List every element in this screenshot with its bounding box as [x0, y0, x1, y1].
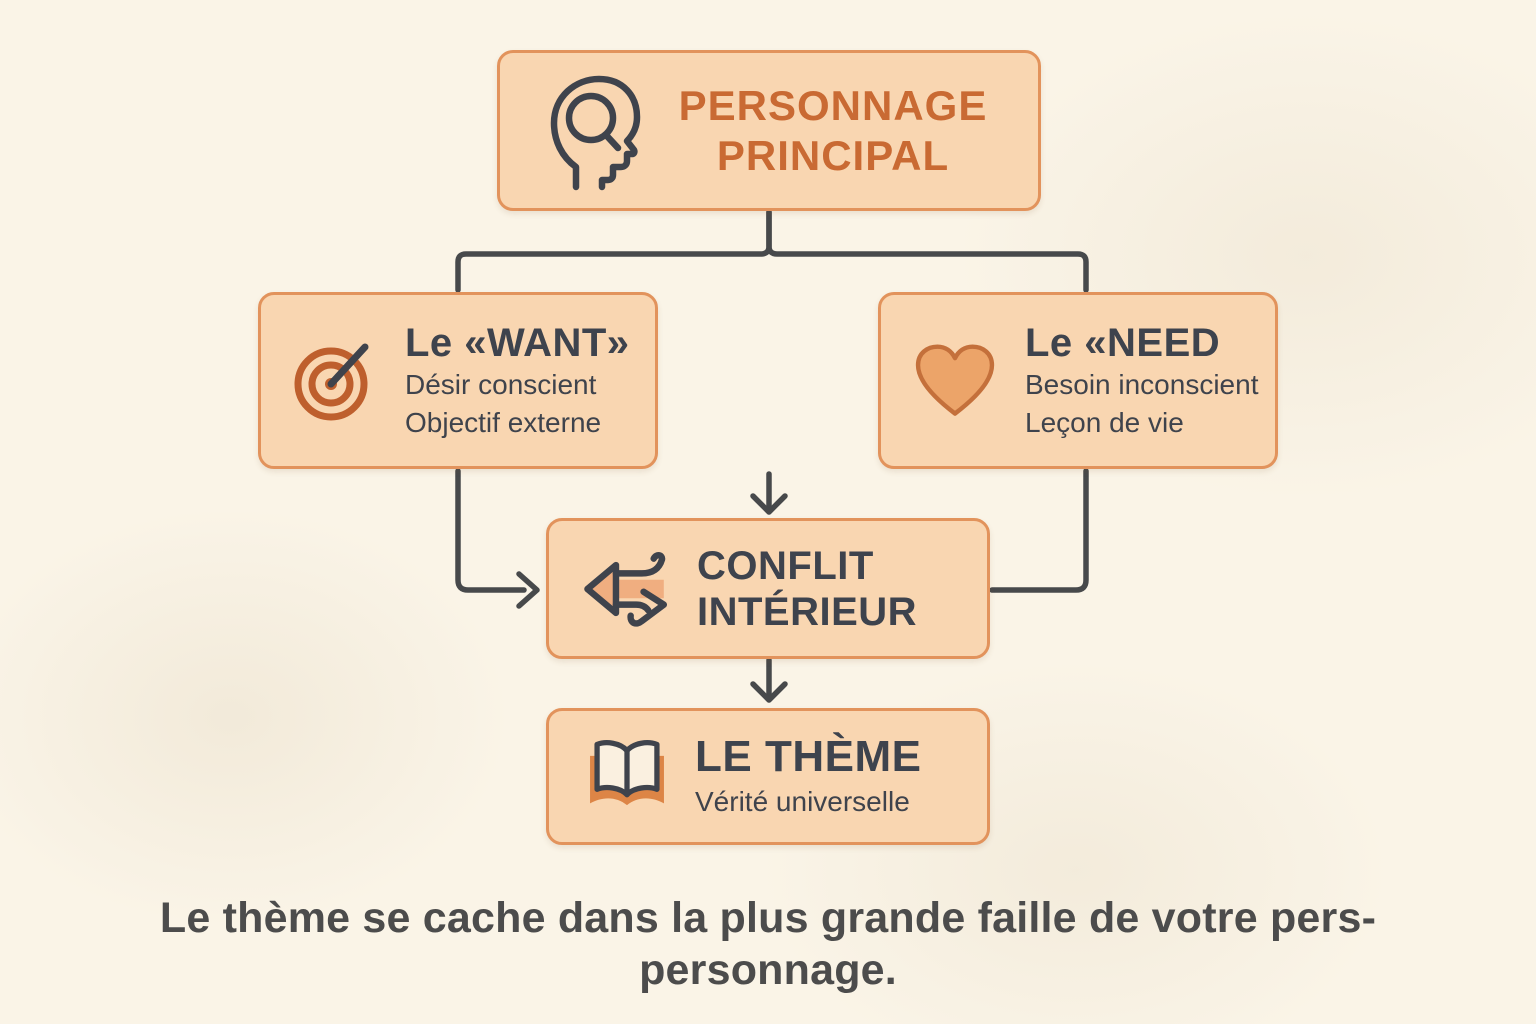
- connector-main-to-want: [455, 209, 772, 293]
- head-search-icon: [538, 67, 650, 195]
- theme-subtitle: Vérité universelle: [695, 785, 910, 817]
- node-le-theme: LE THÈME Vérité universelle: [546, 708, 990, 845]
- caption: Le thème se cache dans la plus grande fa…: [0, 892, 1536, 997]
- arrowhead-down-theme: [750, 681, 788, 703]
- node-want: Le «WANT» Désir conscient Objectif exter…: [258, 292, 658, 469]
- open-book-icon: [583, 734, 671, 820]
- caption-line2: personnage.: [639, 946, 897, 995]
- arrowhead-down-center: [750, 493, 788, 515]
- connector-need-to-conflict: [989, 468, 1089, 593]
- connector-main-to-need: [766, 209, 1089, 293]
- heart-icon: [911, 337, 999, 425]
- need-subtitle-2: Leçon de vie: [1025, 406, 1184, 438]
- conflict-title-line2: INTÉRIEUR: [697, 589, 918, 634]
- need-subtitle-1: Besoin inconscient: [1025, 368, 1259, 400]
- target-icon: [291, 337, 379, 425]
- node-personnage-principal: PERSONNAGE PRINCIPAL: [497, 50, 1041, 211]
- connector-want-to-conflict: [455, 468, 527, 593]
- conflict-title-line1: CONFLIT: [697, 543, 874, 588]
- theme-title: LE THÈME: [695, 732, 922, 782]
- node-conflit-interieur: CONFLIT INTÉRIEUR: [546, 518, 990, 659]
- node-need: Le «NEED Besoin inconscient Leçon de vie: [878, 292, 1278, 469]
- arrowhead-right: [516, 571, 540, 609]
- main-title-line1: PERSONNAGE: [678, 81, 988, 129]
- need-title: Le «NEED: [1025, 320, 1221, 365]
- want-subtitle-1: Désir conscient: [405, 368, 597, 400]
- want-subtitle-2: Objectif externe: [405, 406, 602, 438]
- main-title-line2: PRINCIPAL: [716, 131, 950, 179]
- want-title: Le «WANT»: [405, 320, 630, 365]
- opposing-arrows-icon: [581, 547, 673, 631]
- caption-line1: Le thème se cache dans la plus grande fa…: [159, 894, 1377, 942]
